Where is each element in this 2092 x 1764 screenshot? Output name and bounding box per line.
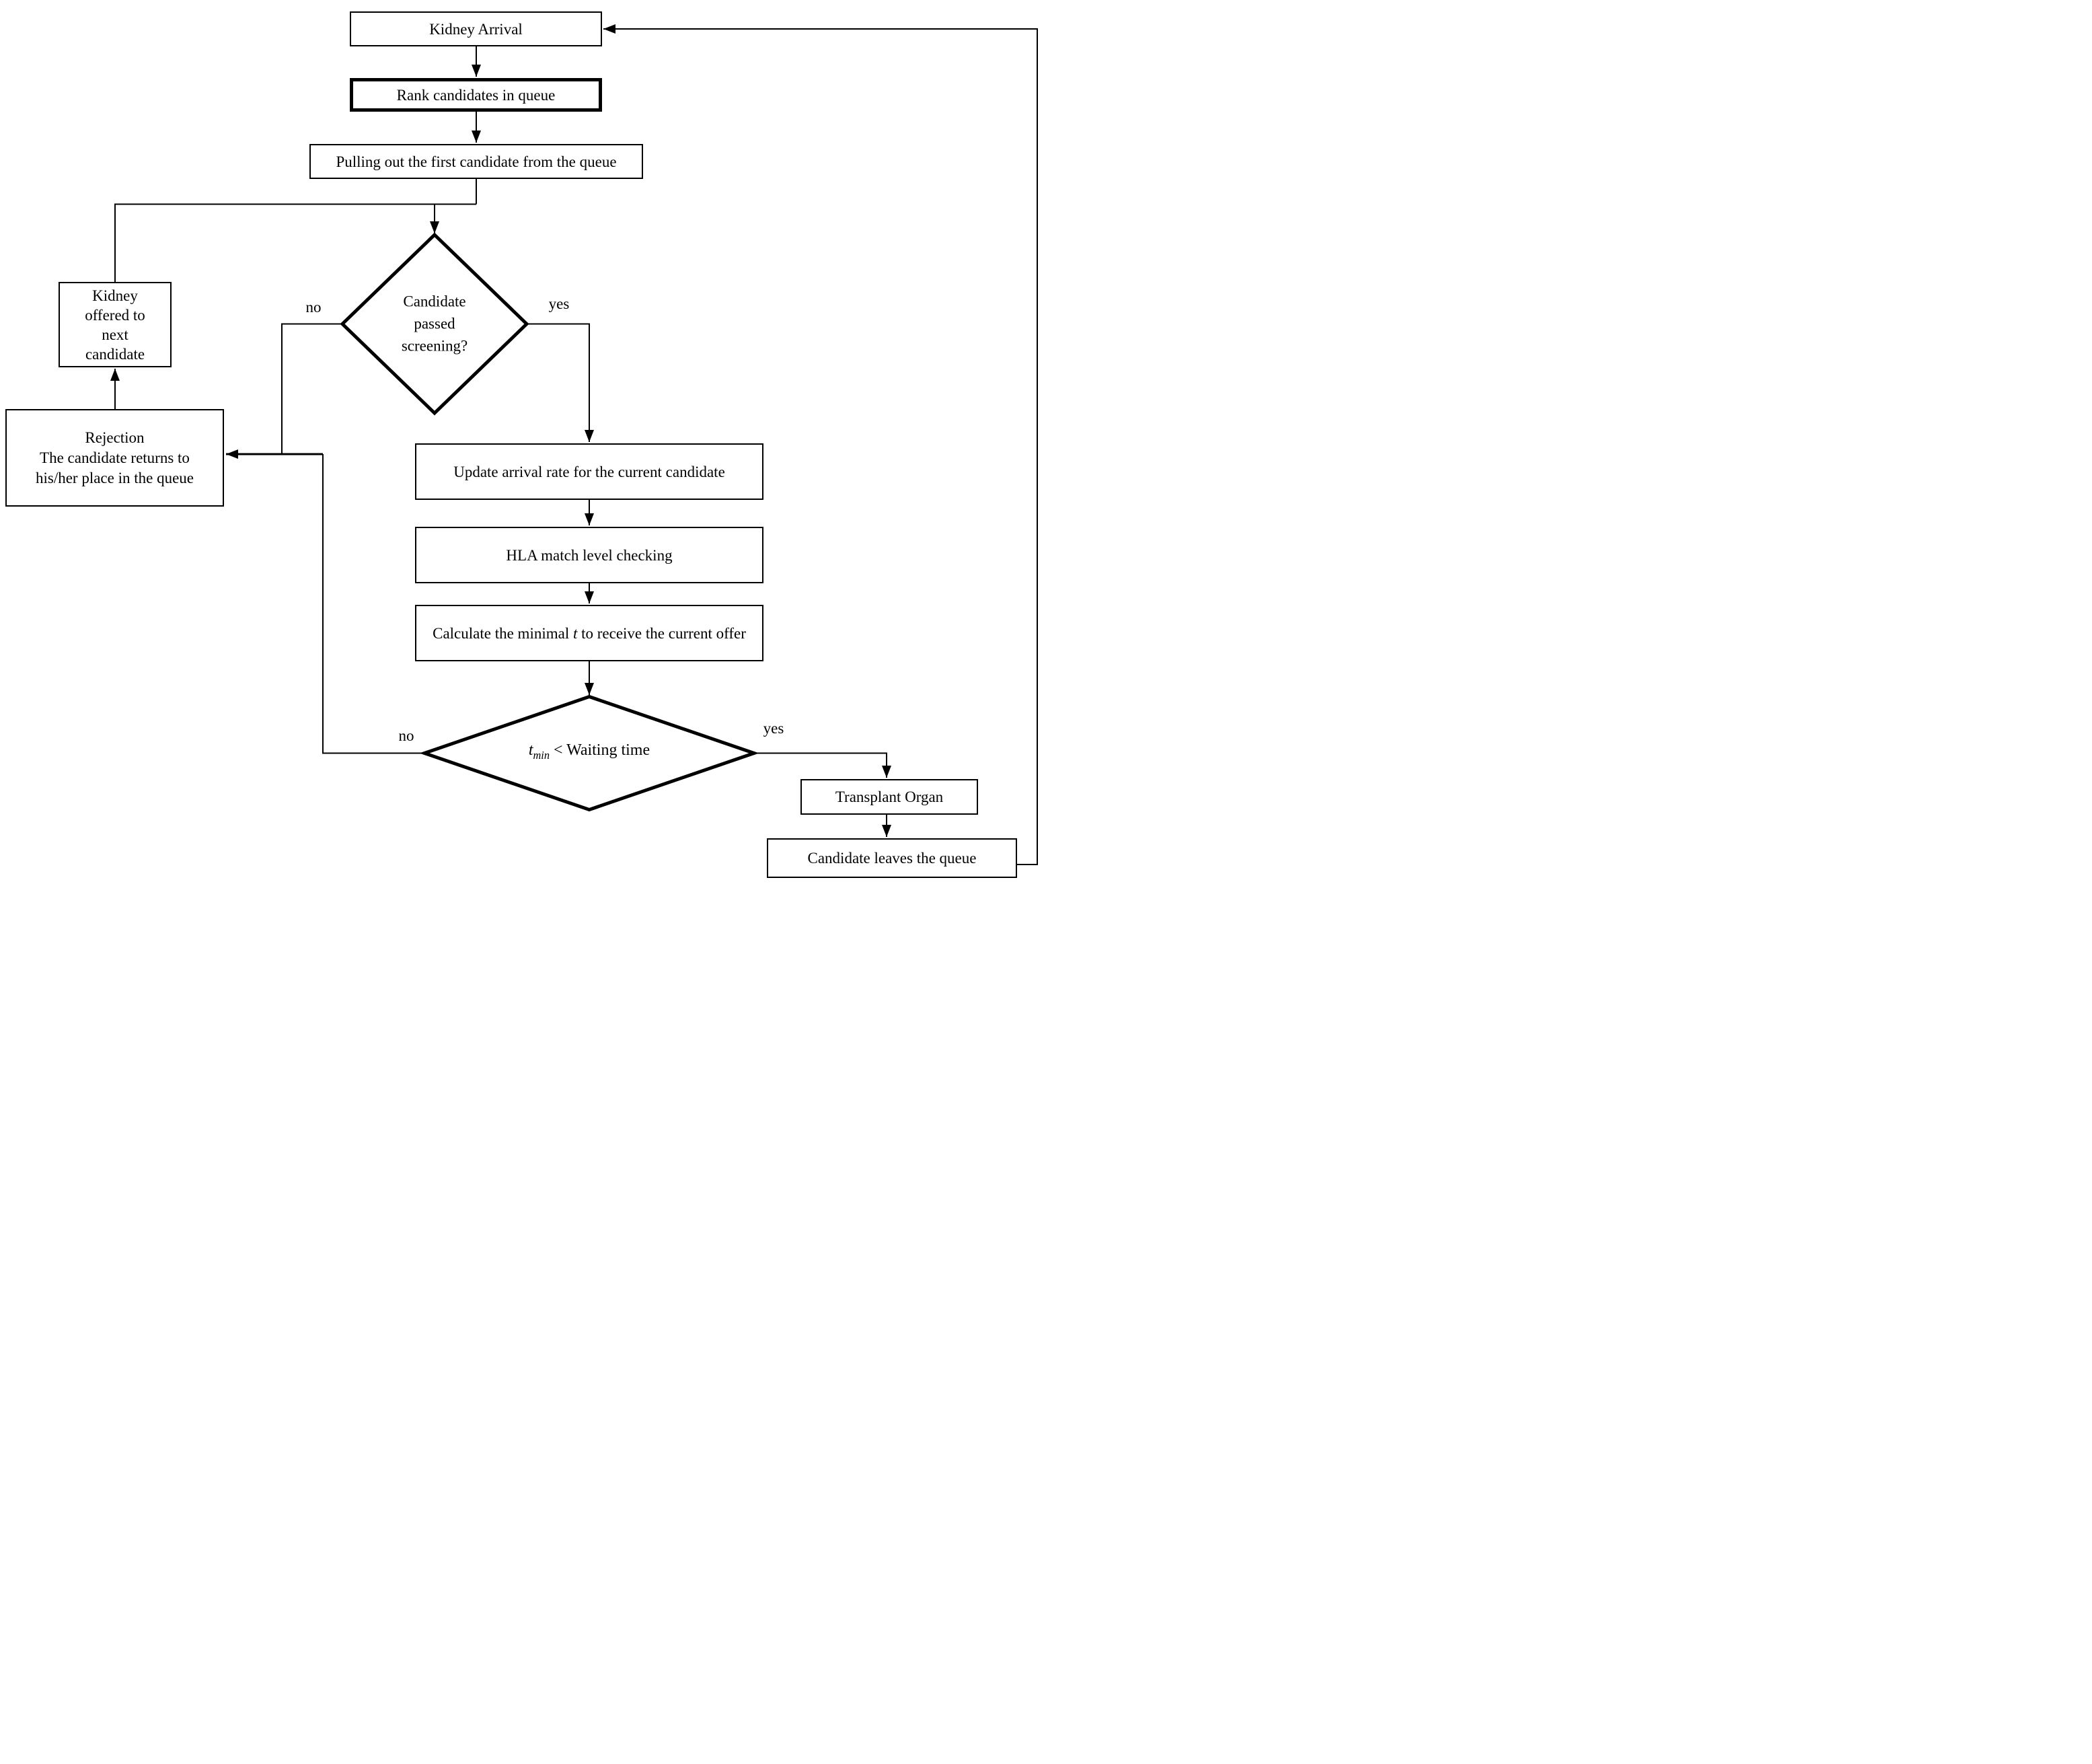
node-update-arrival-label: Update arrival rate for the current cand…: [453, 463, 725, 480]
node-update-arrival: Update arrival rate for the current cand…: [415, 443, 763, 500]
node-rank-candidates: Rank candidates in queue: [350, 78, 602, 112]
node-kidney-offered-label: Kidney offered to next candidate: [85, 287, 145, 363]
edge-waiting-no-up: [322, 454, 424, 754]
connector-layer: [110, 24, 1038, 865]
edge-feedback-loop: [603, 24, 1038, 865]
node-pulling-out: Pulling out the first candidate from the…: [309, 144, 643, 179]
node-candidate-leaves-label: Candidate leaves the queue: [807, 850, 977, 867]
node-hla-match-label: HLA match level checking: [506, 546, 673, 564]
node-kidney-arrival-label: Kidney Arrival: [429, 20, 523, 38]
node-transplant-organ-label: Transplant Organ: [835, 788, 944, 805]
diamond-candidate-passed-screening: [340, 232, 529, 416]
flowchart-canvas: Kidney Arrival Rank candidates in queue …: [0, 0, 1046, 882]
label-screening-no: no: [305, 299, 322, 316]
node-rejection-label: Rejection The candidate returns to his/h…: [35, 429, 194, 486]
edge-screening-no-down: [281, 323, 342, 454]
diamond-screening-label: Candidate passed screening?: [401, 293, 468, 355]
label-screening-yes: yes: [548, 295, 570, 312]
node-calculate-minimal: Calculate the minimal t to receive the c…: [415, 605, 763, 661]
edge-screening-yes-to-update: [527, 323, 594, 442]
node-kidney-arrival: Kidney Arrival: [350, 11, 602, 46]
node-calculate-minimal-label: Calculate the minimal t to receive the c…: [433, 624, 746, 642]
edge-junction-to-kidney-offered: [114, 203, 476, 282]
node-pulling-out-label: Pulling out the first candidate from the…: [336, 153, 617, 170]
variable-t-min: t: [528, 741, 533, 760]
node-rank-candidates-label: Rank candidates in queue: [396, 86, 556, 104]
diamond-tmin-waiting-time: [419, 694, 759, 812]
node-hla-match: HLA match level checking: [415, 527, 763, 583]
diamond-waiting-label: tmin < Waiting time: [528, 741, 650, 762]
node-candidate-leaves: Candidate leaves the queue: [767, 838, 1017, 878]
label-waiting-no: no: [398, 727, 414, 744]
node-transplant-organ: Transplant Organ: [800, 779, 978, 815]
label-waiting-yes: yes: [763, 720, 784, 737]
node-kidney-offered: Kidney offered to next candidate: [59, 282, 172, 367]
edge-waiting-yes-to-transplant: [754, 752, 891, 778]
node-rejection: Rejection The candidate returns to his/h…: [5, 409, 224, 507]
variable-t: t: [572, 624, 578, 642]
